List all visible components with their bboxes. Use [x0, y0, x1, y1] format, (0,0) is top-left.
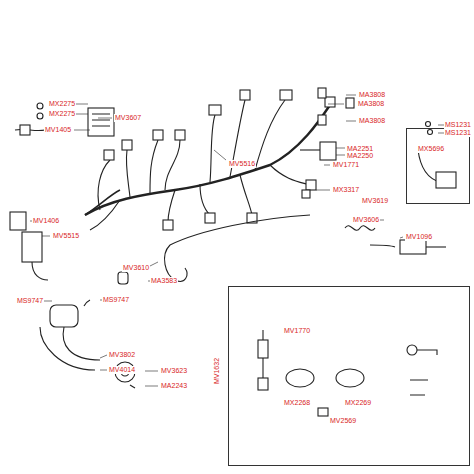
part-number: MV1096: [405, 233, 433, 241]
part-number: MA3808: [358, 91, 386, 99]
part-number: MS1231: [444, 129, 472, 137]
part-number: MA2250: [346, 152, 374, 160]
part-number: MV3619: [361, 197, 389, 205]
part-number: MA3808: [357, 100, 385, 108]
part-number: MS9747: [16, 297, 44, 305]
part-number: MX2269: [344, 399, 372, 407]
part-number: MX2268: [283, 399, 311, 407]
group-box: MV3619MX5696: [406, 128, 470, 204]
part-number: MV1770: [283, 327, 311, 335]
part-number: MX2275: [48, 100, 76, 108]
part-number: MV1771: [332, 161, 360, 169]
part-number: MV1405: [44, 126, 72, 134]
part-number: MV3607: [114, 114, 142, 122]
part-number: MS9747: [102, 296, 130, 304]
part-number: MV4014: [108, 366, 136, 374]
group-box: MV1632MV1770MX2268MX2269MV2569: [228, 286, 470, 466]
part-number: MA3808: [358, 117, 386, 125]
part-number: MV5515: [52, 232, 80, 240]
part-number: MV1406: [32, 217, 60, 225]
part-number: MA3583: [150, 277, 178, 285]
part-number: MV5516: [228, 160, 256, 168]
part-number: MV2569: [329, 417, 357, 425]
part-number: MV3610: [122, 264, 150, 272]
part-number: MS1231: [444, 121, 472, 129]
part-number: MV1632: [213, 357, 221, 385]
part-number: MV3606: [352, 216, 380, 224]
part-number: MX5696: [417, 145, 445, 153]
part-number: MX2275: [48, 110, 76, 118]
part-number: MV3623: [160, 367, 188, 375]
part-number: MA2243: [160, 382, 188, 390]
part-number: MV3802: [108, 351, 136, 359]
part-number: MX3317: [332, 186, 360, 194]
